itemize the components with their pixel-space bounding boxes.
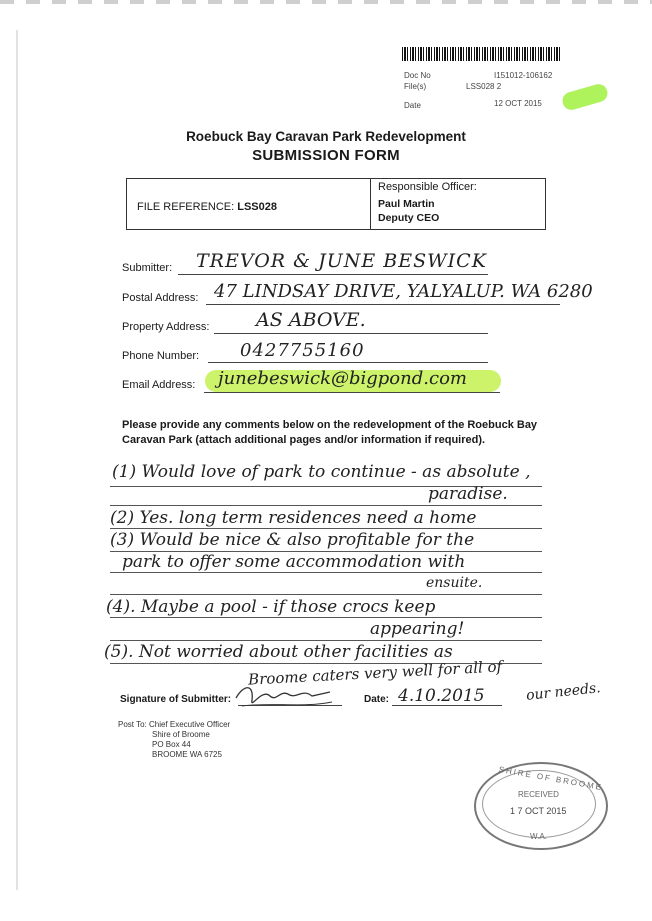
comment-line: (3) Would be nice & also profitable for … — [110, 530, 475, 550]
form-title: Roebuck Bay Caravan Park Redevelopment — [186, 129, 466, 144]
email-address-line — [204, 392, 500, 393]
submitter-line — [178, 274, 488, 275]
comment-rule — [110, 617, 542, 618]
property-address-label: Property Address: — [122, 321, 210, 333]
postal-address-line — [206, 304, 560, 305]
doc-no-label: Doc No — [404, 71, 431, 80]
comment-rule — [110, 551, 542, 552]
comment-instructions: Please provide any comments below on the… — [122, 419, 538, 446]
files-label: File(s) — [404, 82, 427, 91]
comment-line: our needs. — [525, 680, 602, 704]
doc-no-value: I151012-106162 — [494, 71, 553, 80]
postal-address-label: Postal Address: — [122, 292, 199, 304]
comment-rule — [110, 594, 542, 595]
file-reference-label: FILE REFERENCE: — [137, 201, 235, 213]
comment-rule — [110, 505, 542, 506]
submitter-field[interactable]: TREVOR & JUNE BESWICK — [196, 250, 487, 272]
stamp-received: RECEIVED — [518, 790, 559, 799]
comment-rule — [110, 640, 542, 641]
submitter-label: Submitter: — [122, 262, 173, 274]
comment-line: (1) Would love of park to continue - as … — [112, 462, 531, 482]
comment-line: paradise. — [428, 484, 508, 504]
officer-title: Deputy CEO — [378, 212, 440, 224]
comment-rule — [110, 663, 542, 664]
post-to-line: PO Box 44 — [152, 740, 191, 749]
email-address-label: Email Address: — [122, 379, 196, 391]
stamp-bottom-text: W.A. — [530, 832, 547, 841]
comment-rule — [110, 528, 542, 529]
property-address-line — [214, 333, 488, 334]
post-to-line: BROOME WA 6725 — [152, 750, 222, 759]
scan-artifact-top — [0, 0, 652, 4]
comment-line: appearing! — [370, 619, 465, 639]
date-label: Date — [404, 101, 421, 110]
comment-line: ensuite. — [426, 575, 483, 591]
received-stamp — [474, 762, 608, 850]
post-to-line: Shire of Broome — [152, 730, 210, 739]
officer-name: Paul Martin — [378, 198, 435, 210]
comment-line: (4). Maybe a pool - if those crocs keep — [106, 597, 436, 617]
signature-line — [238, 705, 342, 706]
post-to-address: Post To: Chief Executive Officer Shire o… — [118, 720, 230, 760]
email-address-field[interactable]: junebeswick@bigpond.com — [218, 368, 467, 389]
post-to-line: Post To: Chief Executive Officer — [118, 720, 231, 729]
signature-date-label: Date: — [364, 694, 390, 705]
file-reference-box — [126, 178, 546, 230]
comment-rule — [110, 572, 542, 573]
barcode — [402, 47, 560, 61]
comment-line: (5). Not worried about other facilities … — [104, 642, 453, 662]
comment-line: park to offer some accommodation with — [122, 552, 466, 572]
phone-number-label: Phone Number: — [122, 350, 200, 362]
comment-line: (2) Yes. long term residences need a hom… — [110, 508, 477, 528]
stamp-date: 1 7 OCT 2015 — [510, 806, 567, 816]
signature-scribble — [235, 687, 333, 707]
form-subtitle: SUBMISSION FORM — [252, 147, 400, 164]
signature-label: Signature of Submitter: — [120, 694, 232, 705]
responsible-officer-label: Responsible Officer: — [378, 181, 477, 193]
date-value: 12 OCT 2015 — [494, 99, 542, 108]
phone-number-field[interactable]: 0427755160 — [240, 340, 365, 361]
postal-address-field[interactable]: 47 LINDSAY DRIVE, YALYALUP. WA 6280 — [214, 281, 593, 302]
scan-artifact-left — [16, 30, 18, 890]
files-value: LSS028 2 — [466, 82, 502, 91]
signature-date-line — [392, 705, 502, 706]
email-highlight — [205, 370, 501, 392]
phone-number-line — [208, 362, 488, 363]
signature-date-value: 4.10.2015 — [398, 686, 485, 706]
received-stamp-inner — [482, 770, 596, 838]
file-reference: FILE REFERENCE: LSS028 — [137, 201, 277, 213]
property-address-field[interactable]: AS ABOVE. — [256, 309, 366, 331]
reference-box-divider — [370, 178, 371, 230]
highlighter-mark — [560, 82, 610, 112]
comment-rule — [110, 486, 542, 487]
file-reference-value: LSS028 — [237, 201, 277, 213]
